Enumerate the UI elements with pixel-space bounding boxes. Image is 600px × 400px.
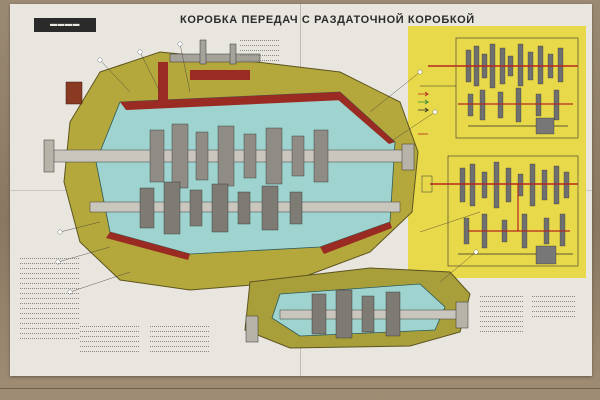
legend-right-2 — [532, 294, 576, 319]
section-cut-walls — [106, 62, 395, 260]
technical-poster: ▬▬▬▬ КОРОБКА ПЕРЕДАЧ С РАЗДАТОЧНОЙ КОРОБ… — [10, 4, 592, 376]
legend-right-1 — [480, 294, 524, 334]
output-flanges — [43, 139, 469, 343]
gear-stack-upper — [149, 123, 329, 189]
oil-pump-fitting — [65, 81, 83, 105]
schematic-legend-markers — [418, 91, 430, 135]
legend-top — [240, 38, 280, 63]
floor-plank-seam — [0, 388, 600, 389]
schematic-top — [420, 37, 579, 139]
callout-lines — [57, 43, 480, 293]
gear-stack-lower — [139, 181, 303, 235]
gear-schematics — [418, 37, 579, 267]
legend-bottom-1 — [80, 324, 140, 354]
publisher-logo: ▬▬▬▬ — [34, 18, 96, 32]
kinematic-schemes-panel — [408, 26, 586, 278]
legend-left — [20, 256, 80, 341]
legend-bottom-2 — [150, 324, 210, 354]
schematic-bottom — [421, 155, 579, 267]
transfer-gears — [311, 289, 401, 339]
poster-title: КОРОБКА ПЕРЕДАЧ С РАЗДАТОЧНОЙ КОРОБКОЙ — [180, 14, 475, 26]
gearbox-cutaway-drawing — [43, 39, 480, 349]
